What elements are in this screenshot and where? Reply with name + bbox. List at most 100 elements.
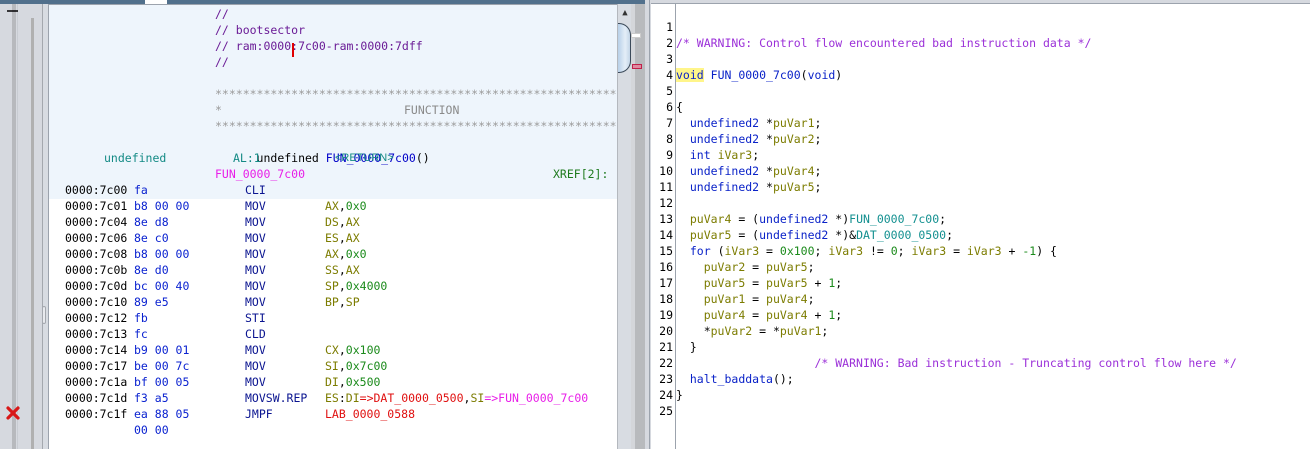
variable-token[interactable]: puVar1 (779, 324, 822, 338)
variable-token[interactable]: puVar4 (703, 308, 746, 322)
code-line[interactable]: halt_baddata(); (676, 371, 794, 387)
operands[interactable]: BP,SP (325, 294, 360, 310)
variable-token[interactable]: puVar5 (703, 276, 746, 290)
operands[interactable]: DI,0x500 (325, 374, 380, 390)
variable-token[interactable]: puVar4 (766, 292, 808, 306)
code-token: *) (828, 212, 850, 226)
variable-token[interactable]: puVar2 (703, 260, 746, 274)
function-name[interactable]: FUN_0000_7c00 (325, 151, 416, 165)
mnemonic: MOV (245, 359, 266, 373)
code-line[interactable]: undefined2 *puVar1; (676, 115, 822, 131)
function-signature[interactable]: undefined FUN_0000_7c00() (215, 134, 430, 165)
operands[interactable]: CX,0x100 (325, 342, 380, 358)
code-line[interactable]: *puVar2 = *puVar1; (676, 323, 829, 339)
operands[interactable]: LAB_0000_0588 (325, 406, 415, 422)
operands[interactable]: ES,AX (325, 230, 360, 246)
operands[interactable]: SI,0x7c00 (325, 358, 387, 374)
variable-token[interactable]: iVar3 (911, 244, 947, 258)
operands[interactable]: SP,0x4000 (325, 278, 387, 294)
code-line[interactable]: { (676, 99, 683, 115)
code-token (676, 372, 690, 386)
code-line[interactable]: int iVar3; (676, 147, 759, 163)
variable-token[interactable]: puVar5 (689, 228, 732, 242)
code-line[interactable]: puVar5 = (undefined2 *)&DAT_0000_0500; (676, 227, 953, 243)
code-line[interactable]: puVar4 = puVar4 + 1; (676, 307, 843, 323)
code-line[interactable]: } (676, 339, 697, 355)
xref-header[interactable]: XREF[2]: (553, 167, 609, 181)
address: 0000:7c00 (65, 183, 128, 197)
listing-view[interactable]: // // bootsector // ram:0000:7c00-ram:00… (48, 4, 617, 449)
code-line[interactable]: undefined2 *puVar4; (676, 163, 822, 179)
variable-token[interactable]: puVar4 (689, 212, 732, 226)
variable-token[interactable]: puVar1 (772, 116, 815, 130)
marker-margin[interactable] (18, 4, 42, 449)
code-token[interactable]: FUN_0000_7c00 (710, 68, 801, 82)
instruction-bytes: b8 00 00 (134, 247, 190, 261)
code-line[interactable]: puVar4 = (undefined2 *)FUN_0000_7c00; (676, 211, 946, 227)
code-line[interactable]: puVar2 = puVar5; (676, 259, 815, 275)
function-label[interactable]: FUN_0000_7c00 (215, 167, 306, 181)
listing-vertical-scrollbar[interactable]: ▲ (617, 4, 631, 449)
variable-token[interactable]: puVar4 (772, 164, 815, 178)
code-line[interactable]: undefined2 *puVar2; (676, 131, 822, 147)
code-line[interactable]: /* WARNING: Bad instruction - Truncating… (676, 355, 1236, 371)
panel-divider[interactable] (42, 4, 48, 449)
instruction-row[interactable]: 00 00 (49, 422, 617, 438)
variable-token[interactable]: iVar3 (724, 244, 760, 258)
variable-token[interactable]: puVar5 (772, 180, 815, 194)
code-line[interactable]: /* WARNING: Control flow encountered bad… (676, 35, 1091, 51)
code-line[interactable]: for (iVar3 = 0x100; iVar3 != 0; iVar3 = … (676, 243, 1057, 259)
variable-token[interactable]: puVar5 (766, 276, 808, 290)
error-x-icon[interactable] (6, 406, 20, 420)
scroll-thumb[interactable] (618, 23, 631, 73)
address: 0000:7c08 (65, 247, 128, 261)
operands[interactable]: AX,0x0 (325, 198, 367, 214)
variable-token[interactable]: puVar2 (772, 132, 815, 146)
operands[interactable]: SS,AX (325, 262, 360, 278)
operands[interactable]: DS,AX (325, 214, 360, 230)
variable-token[interactable]: iVar3 (717, 148, 753, 162)
code-token[interactable]: FUN_0000_7c00 (849, 212, 940, 226)
code-line[interactable]: undefined2 *puVar5; (676, 179, 822, 195)
code-line[interactable]: puVar5 = puVar5 + 1; (676, 275, 843, 291)
variable-token[interactable]: puVar2 (710, 324, 753, 338)
variable-token[interactable]: iVar3 (966, 244, 1002, 258)
operands[interactable]: AX,0x0 (325, 246, 367, 262)
overview-cursor-marker[interactable] (631, 33, 641, 38)
code-line[interactable]: void FUN_0000_7c00(void) (676, 67, 842, 83)
code-token[interactable]: halt_baddata (689, 372, 773, 386)
variable-token[interactable]: iVar3 (828, 244, 864, 258)
divider-grip-handle[interactable] (42, 306, 46, 324)
code-line[interactable]: } (676, 387, 683, 403)
code-token[interactable]: DAT_0000_0500 (856, 228, 947, 242)
operand[interactable]: LAB_0000_0588 (325, 407, 416, 421)
operands[interactable]: ES:DI=>DAT_0000_0500,SI=>FUN_0000_7c00 (325, 390, 588, 406)
code-line[interactable]: puVar1 = puVar4; (676, 291, 815, 307)
variable-token[interactable]: puVar1 (703, 292, 746, 306)
overview-error-marker[interactable] (632, 64, 642, 69)
code-token: (); (772, 372, 794, 386)
scroll-up-arrow-icon[interactable]: ▲ (622, 8, 628, 18)
overview-bar[interactable] (631, 4, 645, 449)
operand[interactable]: =>DAT_0000_0500 (359, 391, 464, 405)
code-token: * (759, 180, 773, 194)
operand[interactable]: =>FUN_0000_7c00 (484, 391, 589, 405)
line-number: 9 (666, 148, 673, 162)
variable-token[interactable]: puVar5 (766, 260, 808, 274)
variable-token[interactable]: puVar4 (766, 308, 808, 322)
